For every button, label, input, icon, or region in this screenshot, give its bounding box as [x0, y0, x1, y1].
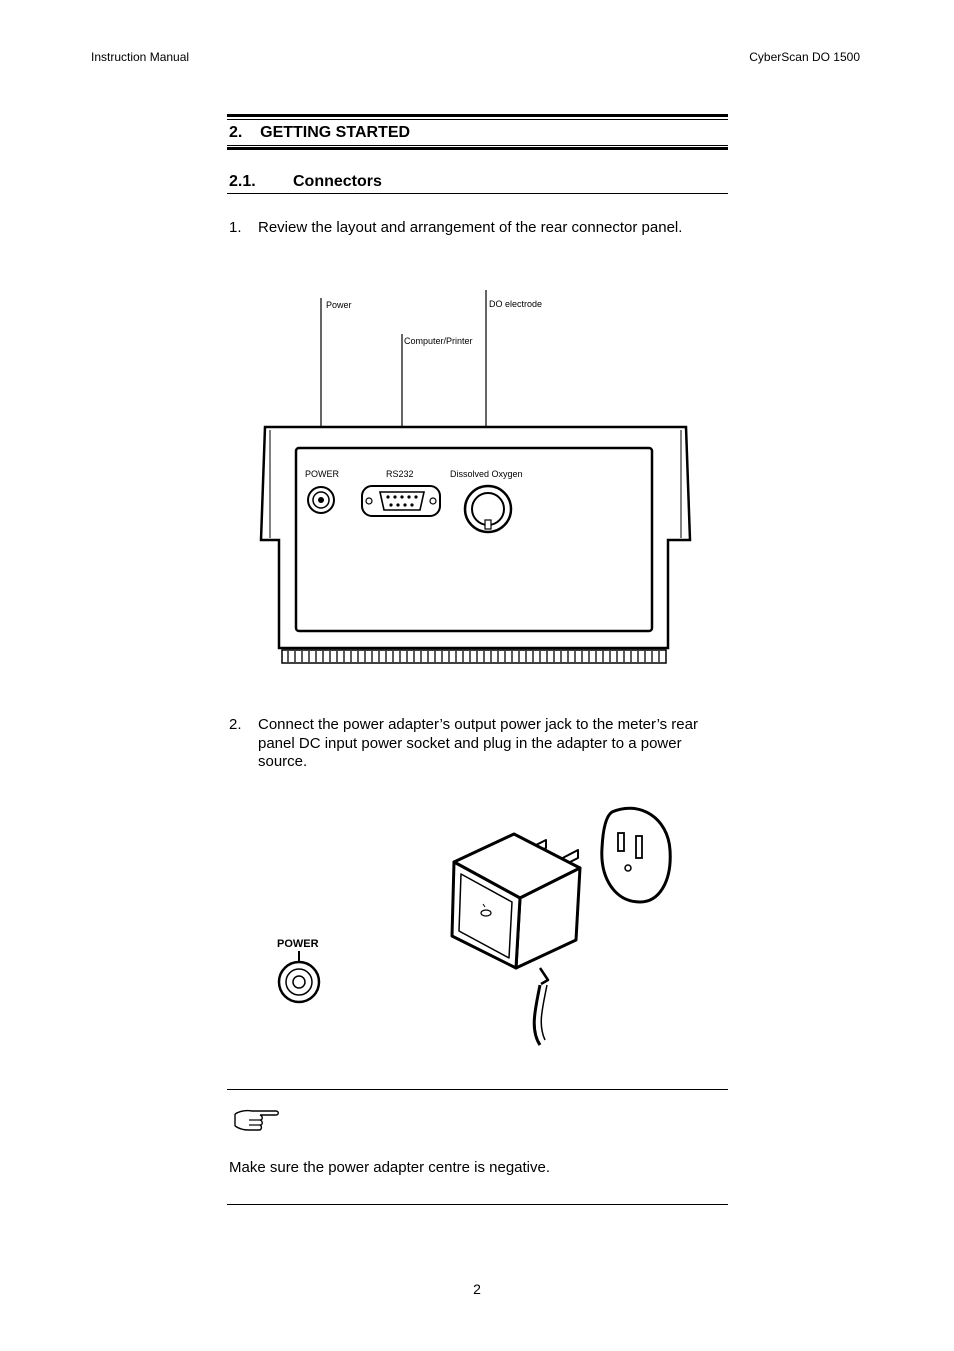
step-text: Connect the power adapter’s output power… [258, 716, 698, 770]
power-socket-icon [277, 960, 321, 1004]
header-left: Instruction Manual [91, 50, 190, 64]
wall-outlet-icon [600, 806, 672, 904]
step-number: 2. [229, 716, 242, 733]
note-text: Make sure the power adapter centre is ne… [229, 1159, 551, 1176]
section-title: GETTING STARTED [260, 124, 411, 141]
panel-label-rs232: RS232 [386, 469, 414, 479]
pointing-hand-icon [234, 1109, 279, 1131]
callout-do-electrode: DO electrode [489, 299, 542, 309]
step-number: 1. [229, 219, 242, 236]
section-top-rule [227, 114, 728, 117]
subsection-title: Connectors [293, 173, 382, 190]
callout-power: Power [326, 300, 352, 310]
power-jack-icon [307, 486, 335, 514]
step-1: 1. Review the layout and arrangement of … [229, 219, 729, 239]
rs232-connector-icon [361, 485, 441, 517]
do-electrode-connector-icon [463, 484, 513, 534]
panel-label-power: POWER [305, 469, 340, 479]
note-bottom-rule [227, 1204, 728, 1205]
section-top-rule-thin [227, 119, 728, 120]
page-number: 2 [473, 1281, 481, 1297]
subsection-rule [227, 193, 728, 194]
power-adapter-icon [450, 832, 582, 1046]
note-top-rule [227, 1089, 728, 1090]
section-number: 2. [229, 124, 243, 141]
step-text: Review the layout and arrangement of the… [258, 219, 683, 236]
section-bottom-rule-thin [227, 145, 728, 146]
header-right: CyberScan DO 1500 [749, 50, 860, 64]
subsection-heading: 2.1. Connectors [229, 173, 382, 191]
subsection-number: 2.1. [229, 173, 256, 190]
adapter-power-label: POWER [277, 938, 319, 950]
step-2: 2. Connect the power adapter’s output po… [229, 716, 729, 776]
callout-computer-printer: Computer/Printer [404, 336, 473, 346]
section-heading: 2. GETTING STARTED [229, 124, 410, 142]
section-bottom-rule [227, 147, 728, 150]
panel-label-dissolved-oxygen: Dissolved Oxygen [450, 469, 523, 479]
